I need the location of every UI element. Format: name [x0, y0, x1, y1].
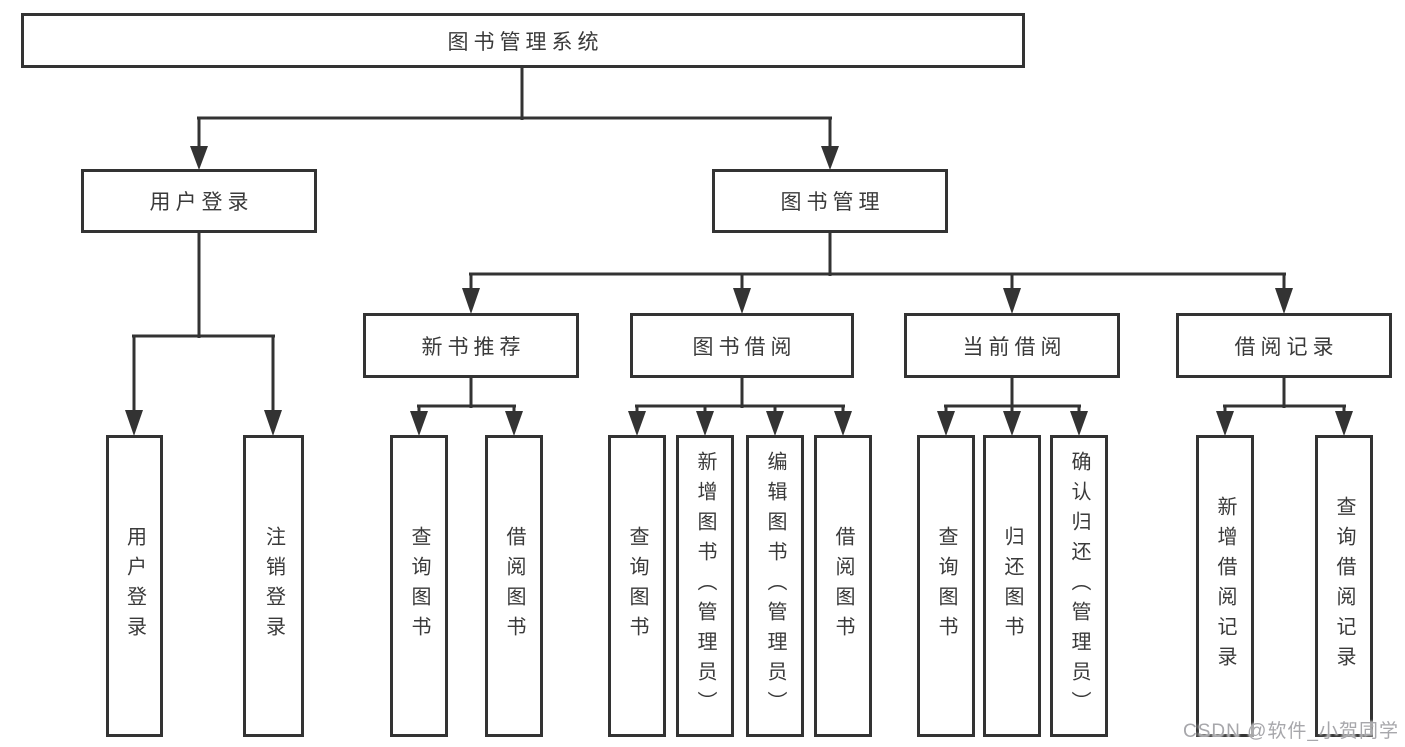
leaf-query-books-current: 查询图书 [917, 435, 975, 737]
node-label: 归还图书 [1001, 526, 1023, 646]
node-label: 查询图书 [626, 526, 648, 646]
node-label: 查询图书 [935, 526, 957, 646]
connector-new-book-to-leaves [410, 376, 523, 436]
node-label: 注销登录 [262, 526, 285, 646]
node-label: 查询借阅记录 [1333, 496, 1355, 676]
leaf-borrow-books-borrowing: 借阅图书 [814, 435, 872, 737]
node-label: 确认归还（管理员） [1068, 451, 1090, 721]
node-book-management: 图书管理 [712, 169, 948, 233]
node-user-login: 用户登录 [81, 169, 317, 233]
node-book-borrowing: 图书借阅 [630, 313, 854, 378]
leaf-query-borrow-record: 查询借阅记录 [1315, 435, 1373, 737]
node-new-book-recommendation: 新书推荐 [363, 313, 579, 378]
leaf-edit-book-admin: 编辑图书（管理员） [746, 435, 804, 737]
leaf-add-book-admin: 新增图书（管理员） [676, 435, 734, 737]
leaf-query-books-borrowing: 查询图书 [608, 435, 666, 737]
leaf-add-borrow-record: 新增借阅记录 [1196, 435, 1254, 737]
leaf-logout: 注销登录 [243, 435, 304, 737]
connector-current-borrowing-to-leaves [937, 376, 1088, 436]
connector-book-management-to-level3 [462, 231, 1293, 314]
connector-borrowing-records-to-leaves [1216, 376, 1353, 436]
leaf-query-books-recommend: 查询图书 [390, 435, 448, 737]
node-label: 图书管理系统 [447, 30, 604, 54]
node-current-borrowing: 当前借阅 [904, 313, 1120, 378]
connector-root-to-level2 [190, 66, 839, 170]
node-label: 当前借阅 [962, 335, 1067, 359]
node-label: 用户登录 [123, 526, 146, 646]
leaf-confirm-return-admin: 确认归还（管理员） [1050, 435, 1108, 737]
leaf-return-books: 归还图书 [983, 435, 1041, 737]
node-label: 查询图书 [408, 526, 430, 646]
node-label: 借阅记录 [1234, 335, 1339, 359]
node-label: 新增借阅记录 [1214, 496, 1236, 676]
connector-user-login-to-leaves [125, 231, 282, 436]
node-label: 图书借阅 [692, 335, 797, 359]
node-library-management-system: 图书管理系统 [21, 13, 1025, 68]
leaf-user-login: 用户登录 [106, 435, 163, 737]
node-label: 借阅图书 [832, 526, 854, 646]
node-borrowing-records: 借阅记录 [1176, 313, 1392, 378]
csdn-watermark: CSDN @软件_小贺同学 [1183, 721, 1399, 742]
node-label: 新增图书（管理员） [694, 451, 716, 721]
node-label: 新书推荐 [421, 335, 526, 359]
connector-book-borrowing-to-leaves [628, 376, 852, 436]
node-label: 编辑图书（管理员） [764, 451, 786, 721]
node-label: 图书管理 [780, 191, 885, 214]
leaf-borrow-books-recommend: 借阅图书 [485, 435, 543, 737]
node-label: 借阅图书 [503, 526, 525, 646]
node-label: 用户登录 [149, 191, 254, 214]
